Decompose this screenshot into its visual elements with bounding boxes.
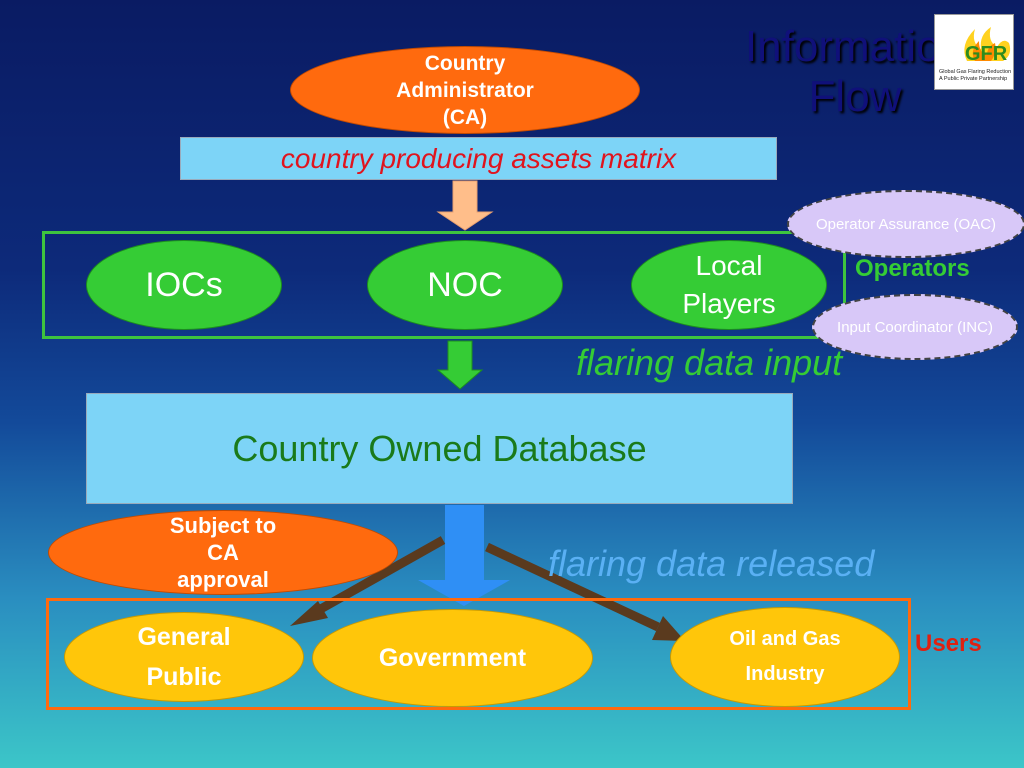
country-database-label: Country Owned Database: [232, 427, 647, 469]
database-to-users-arrow: [418, 505, 510, 606]
oil-gas-industry-label: Oil and Gas Industry: [729, 628, 841, 685]
flame-icon: [964, 27, 1011, 61]
general-public-node: General Public: [64, 612, 304, 702]
oil-gas-industry-node: Oil and Gas Industry: [670, 607, 900, 707]
to-general-public-arrow: [307, 536, 446, 619]
users-group-box: [46, 598, 911, 710]
flaring-data-input-label: flaring data input: [576, 342, 843, 383]
iocs-label: IOCs: [145, 265, 223, 304]
noc-label: NOC: [427, 265, 503, 304]
country-database-box: Country Owned Database: [86, 393, 793, 504]
noc-node: NOC: [367, 240, 563, 330]
local-players-label: Local Players: [682, 250, 776, 319]
government-node: Government: [312, 609, 593, 707]
assets-matrix-label: country producing assets matrix: [280, 142, 677, 174]
local-players-node: Local Players: [631, 240, 827, 330]
operators-to-database-arrow: [436, 340, 484, 390]
matrix-to-operators-arrow: [436, 180, 494, 231]
users-group-label: Users: [915, 630, 982, 657]
country-administrator-node: Country Administrator (CA): [290, 46, 640, 134]
operator-assurance-label: Operator Assurance (OAC): [815, 215, 997, 233]
country-administrator-label: Country Administrator (CA): [396, 51, 534, 129]
gfr-logo: GFR Global Gas Flaring Reduction A Publi…: [934, 14, 1014, 90]
input-coordinator-node: Input Coordinator (INC): [812, 294, 1018, 360]
logo-text: GFR: [965, 43, 1008, 65]
assets-matrix-box: country producing assets matrix: [180, 137, 777, 180]
general-public-label: General Public: [137, 623, 231, 691]
operators-group-box: [42, 231, 846, 339]
flaring-data-released-label: flaring data released: [548, 543, 875, 584]
operator-assurance-node: Operator Assurance (OAC): [787, 190, 1024, 258]
slide-title: Information Flow: [744, 22, 966, 121]
subject-to-approval-node: Subject to CA approval: [48, 510, 398, 595]
government-label: Government: [378, 643, 527, 672]
logo-subtitle: Global Gas Flaring Reduction A Public Pr…: [939, 69, 1012, 82]
subject-to-approval-label: Subject to CA approval: [169, 513, 277, 592]
to-oil-gas-arrow: [485, 542, 660, 632]
iocs-node: IOCs: [86, 240, 282, 330]
operators-group-label: Operators: [855, 255, 970, 282]
input-coordinator-label: Input Coordinator (INC): [837, 318, 993, 336]
